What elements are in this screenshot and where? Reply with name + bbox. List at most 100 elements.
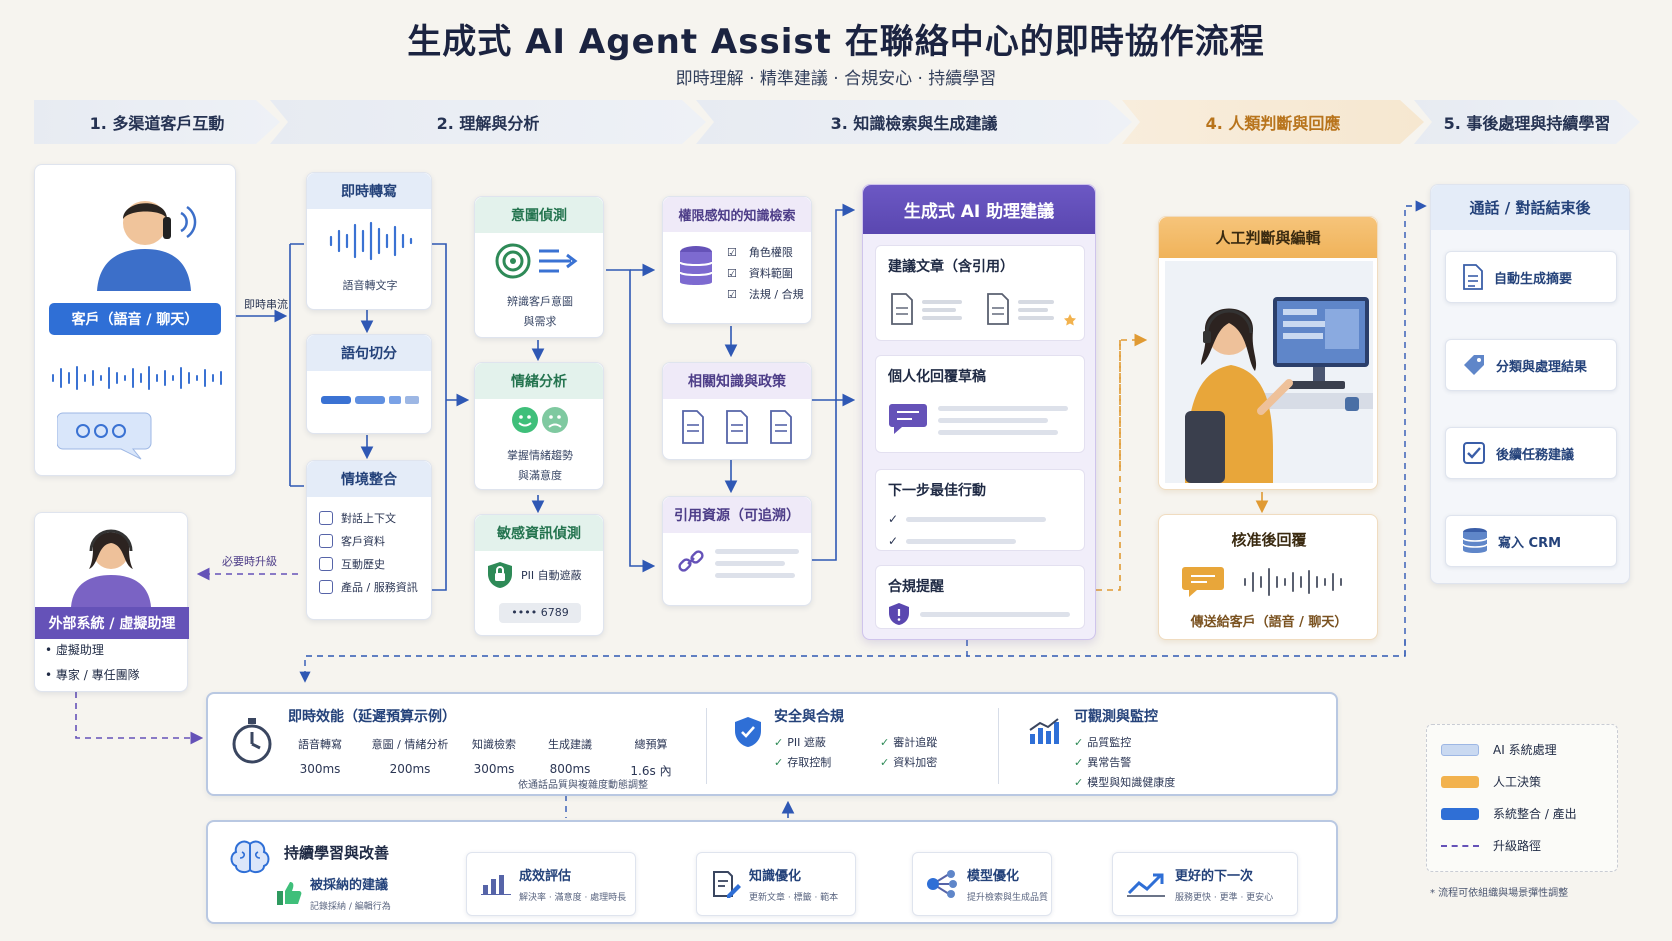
- compliance-reminder[interactable]: 合規提醒: [875, 565, 1085, 629]
- post-call-panel: 通話 / 對話結束後 自動生成摘要 分類與處理結果 後續任務建議 寫入 CRM: [1430, 184, 1630, 584]
- stage-4: 4. 人類判斷與回應: [1122, 100, 1424, 144]
- classification-button[interactable]: 分類與處理結果: [1445, 339, 1617, 391]
- sensitive-title: 敏感資訊偵測: [475, 515, 603, 551]
- sentiment-title: 情緒分析: [475, 363, 603, 399]
- brain-icon: [230, 840, 270, 874]
- checkmark-icon: ✓: [888, 512, 899, 526]
- external-label: 外部系統 / 虛擬助理: [35, 607, 189, 639]
- database-icon: [679, 246, 713, 285]
- masked-number: •••• 6789: [499, 603, 581, 623]
- waveform-icon: [52, 366, 222, 390]
- permission-item: ☑法規 / 合規: [727, 287, 804, 302]
- learning-step: 更好的下一次服務更快 · 更準 · 更安心: [1112, 852, 1298, 916]
- observability-item: ✓模型與知識健康度: [1074, 776, 1176, 789]
- ai-assistant-title: 生成式 AI 助理建議: [863, 185, 1095, 234]
- message-icon: [889, 404, 927, 434]
- assistant-avatar: [71, 529, 151, 607]
- page-title: 生成式 AI Agent Assist 在聯絡中心的即時協作流程: [407, 22, 1265, 62]
- checkmark-icon: ✓: [888, 534, 899, 548]
- escalate-label: 必要時升級: [222, 555, 277, 568]
- learning-step: 被採納的建議記錄採納 / 編輯行為: [276, 868, 416, 918]
- legend-item: 升級路徑: [1441, 837, 1541, 854]
- knowledge-search-card: 權限感知的知識檢索 ☑角色權限 ☑資料範圍 ☑法規 / 合規: [662, 196, 812, 324]
- security-title: 安全與合規: [774, 709, 844, 725]
- observability-item: ✓異常告警: [1074, 756, 1132, 769]
- context-title: 情境整合: [307, 461, 431, 497]
- context-item: 互動歷史: [319, 556, 418, 572]
- customer-avatar: [97, 201, 197, 291]
- segments-icon: [321, 396, 419, 404]
- suggested-article[interactable]: 建議文章（含引用）: [875, 245, 1085, 341]
- chat-bubble-icon: [57, 412, 152, 460]
- auto-summary-button[interactable]: 自動生成摘要: [1445, 251, 1617, 303]
- segment-title: 語句切分: [307, 335, 431, 371]
- segment-card: 語句切分: [306, 334, 432, 434]
- star-icon: [1064, 314, 1076, 326]
- learning-step: 知識優化更新文章 · 標籤 · 範本: [696, 852, 856, 916]
- stream-label: 即時串流: [244, 298, 288, 311]
- checkbox-icon: [1463, 442, 1485, 464]
- customer-label: 客戶（語音 / 聊天）: [49, 303, 221, 335]
- sentiment-desc: 掌握情緒趨勢: [507, 449, 573, 462]
- permission-item: ☑資料範圍: [727, 266, 793, 281]
- stage-1: 1. 多渠道客戶互動: [34, 100, 280, 144]
- transcribe-desc: 語音轉文字: [342, 279, 398, 292]
- reply-draft[interactable]: 個人化回覆草稿: [875, 355, 1085, 453]
- edit-doc-icon: [713, 871, 741, 898]
- trend-up-icon: [1127, 873, 1165, 897]
- legend-note: * 流程可依組織與場景彈性調整: [1430, 888, 1569, 899]
- security-item: ✓存取控制: [774, 756, 832, 769]
- customer-card: 客戶（語音 / 聊天）: [34, 164, 236, 476]
- crm-database-icon: [1462, 528, 1488, 553]
- context-item: 客戶資料: [319, 533, 418, 549]
- security-item: ✓審計追蹤: [880, 736, 938, 749]
- observability-title: 可觀測與監控: [1074, 709, 1158, 725]
- context-item: 產品 / 服務資訊: [319, 579, 418, 595]
- learning-step: 模型優化提升檢索與生成品質: [912, 852, 1052, 916]
- article-docs-icon: [891, 293, 1076, 326]
- profile-icon: [319, 534, 333, 548]
- latency-title: 即時效能（延遲預算示例）: [288, 709, 456, 725]
- send-message-icon: [1182, 567, 1342, 597]
- shield-lock-icon: [488, 562, 512, 588]
- sentiment-card: 情緒分析 掌握情緒趨勢 與滿意度: [474, 362, 604, 490]
- legend: AI 系統處理 人工決策 系統整合 / 產出 升級路徑: [1426, 724, 1618, 872]
- context-card: 情境整合 對話上下文 客戶資料 互動歷史 產品 / 服務資訊: [306, 460, 432, 620]
- network-icon: [927, 870, 957, 898]
- transcribe-title: 即時轉寫: [307, 173, 431, 209]
- security-item: ✓PII 遮蔽: [774, 736, 826, 749]
- external-item: • 專家 / 專任團隊: [45, 668, 140, 682]
- sentiment-desc: 與滿意度: [518, 469, 562, 482]
- followup-task-button[interactable]: 後續任務建議: [1445, 427, 1617, 479]
- monitor-chart-icon: [1029, 718, 1059, 744]
- stopwatch-icon: [232, 718, 272, 764]
- permission-item: ☑角色權限: [727, 245, 793, 260]
- security-shield-icon: [735, 717, 761, 747]
- bar-chart-icon: [481, 875, 511, 895]
- stage-3: 3. 知識檢索與生成建議: [696, 100, 1132, 144]
- intent-desc: 辨識客戶意圖: [507, 295, 573, 308]
- intent-card: 意圖偵測 辨識客戶意圖 與需求: [474, 196, 604, 338]
- approved-reply-card: 核准後回覆 傳送給客戶（語音 / 聊天）: [1158, 514, 1378, 640]
- next-best-action[interactable]: 下一步最佳行動 ✓ ✓: [875, 469, 1085, 551]
- write-crm-button[interactable]: 寫入 CRM: [1445, 515, 1617, 567]
- sensitive-card: 敏感資訊偵測 PII 自動遮蔽 •••• 6789: [474, 514, 604, 636]
- send-to-customer: 傳送給客戶（語音 / 聊天）: [1190, 615, 1348, 630]
- intent-desc: 與需求: [523, 315, 557, 328]
- stage-2: 2. 理解與分析: [270, 100, 706, 144]
- external-item: • 虛擬助理: [45, 643, 104, 657]
- sources-title: 引用資源（可追溯）: [663, 497, 811, 533]
- legend-item: 人工決策: [1441, 773, 1541, 790]
- emotion-faces-icon: [512, 407, 568, 433]
- pii-label: PII 自動遮蔽: [521, 569, 582, 582]
- audio-wave-icon: [329, 221, 413, 261]
- external-card: 外部系統 / 虛擬助理 • 虛擬助理 • 專家 / 專任團隊: [34, 512, 189, 692]
- documents-icon: [682, 410, 792, 444]
- stage-5: 5. 事後處理與持續學習: [1414, 100, 1640, 144]
- learning-title: 持續學習與改善: [284, 844, 390, 862]
